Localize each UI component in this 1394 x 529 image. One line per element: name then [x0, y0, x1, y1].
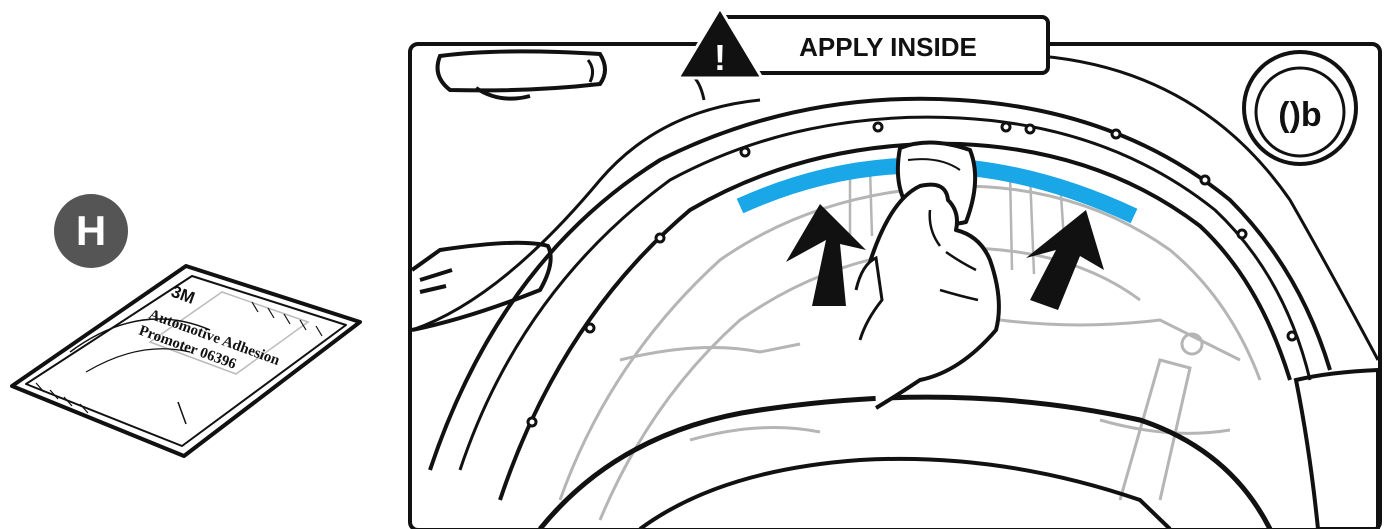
adhesion-promoter-packet: 3M Automotive Adhesion Promoter 06396: [12, 266, 360, 456]
callout-text: APPLY INSIDE: [799, 32, 977, 62]
warning-symbol: !: [714, 37, 726, 78]
step-badge-letter: H: [76, 207, 106, 254]
step-badge: H: [54, 194, 128, 268]
wheel-well-illustration: ()b: [410, 44, 1380, 529]
fuel-cap-icon: ()b: [1278, 96, 1321, 134]
